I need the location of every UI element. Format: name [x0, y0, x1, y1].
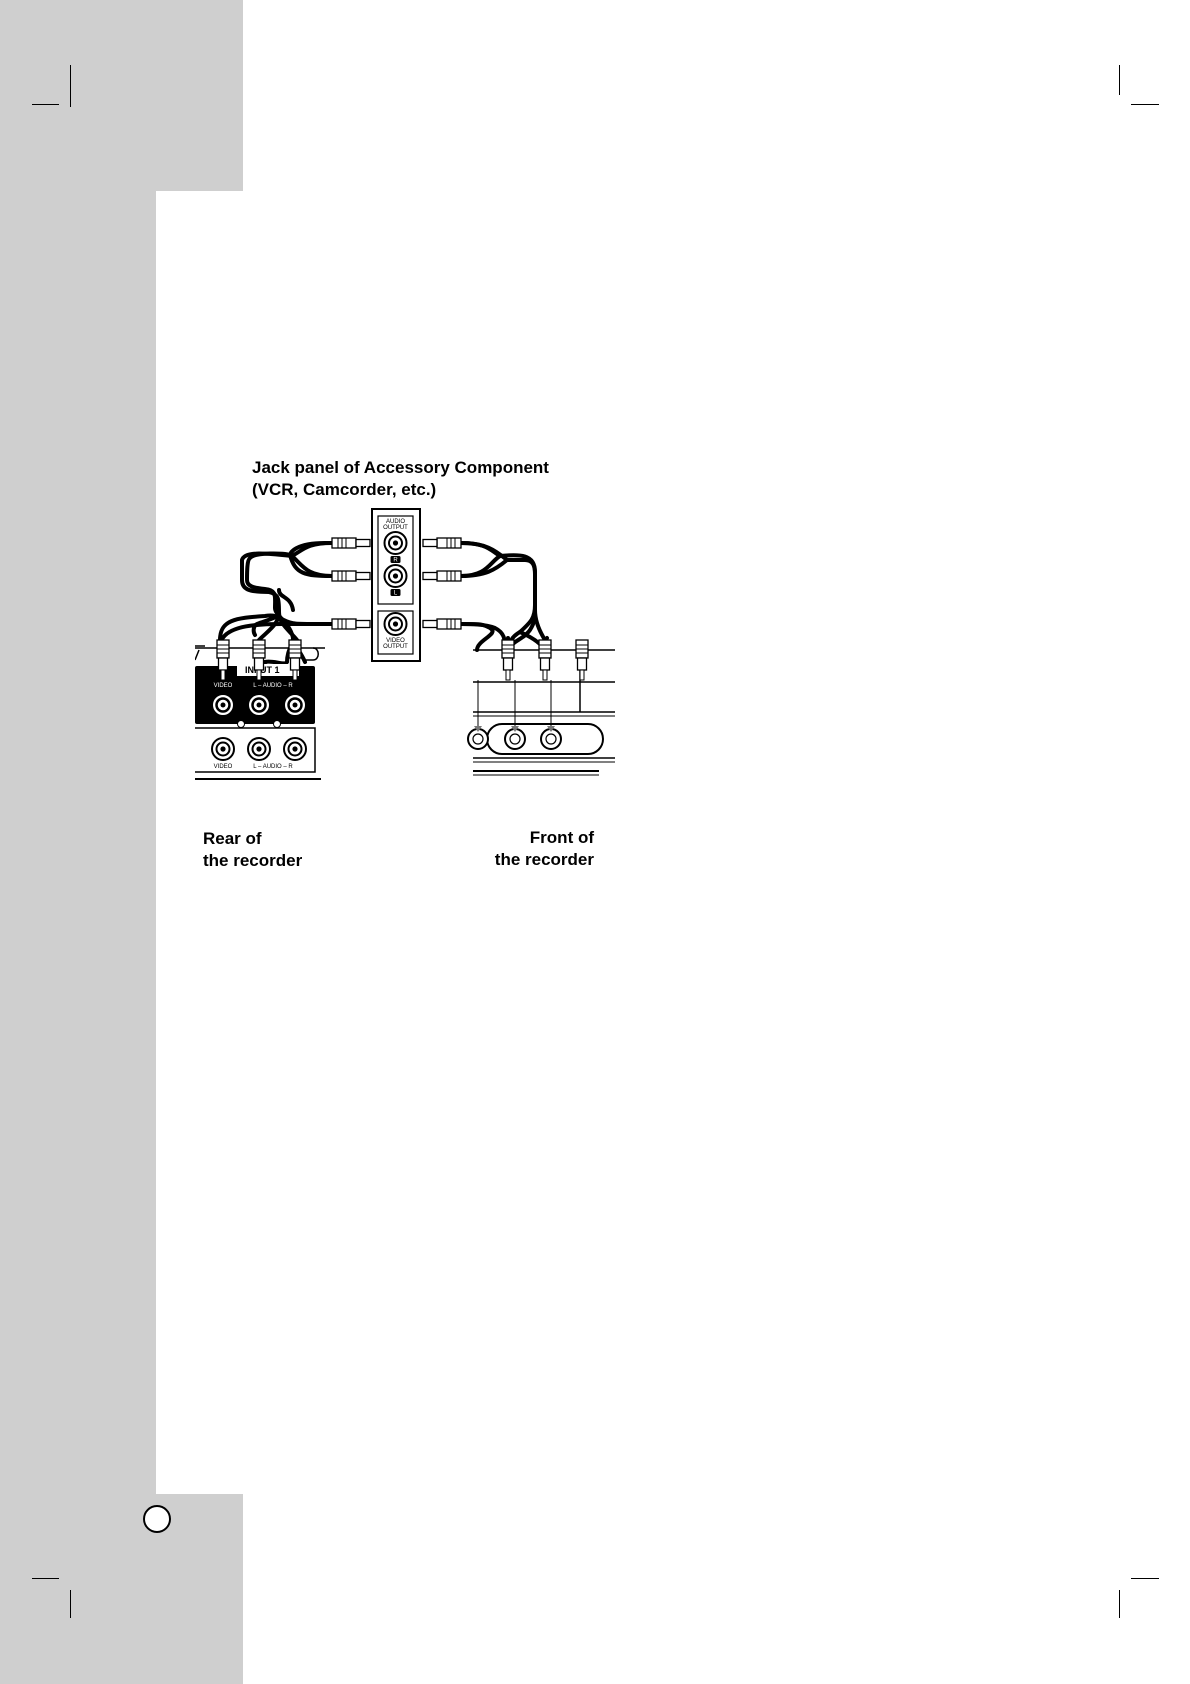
- plug-audio-r-left: [332, 538, 370, 548]
- rear-top-audio-l-jack: [248, 694, 270, 716]
- rear-bottom-audio-label: L – AUDIO – R: [253, 764, 293, 770]
- rear-caption-line-2: the recorder: [203, 850, 302, 872]
- rear-bottom-audio-r-jack: [284, 738, 306, 760]
- rear-bottom-audio-l-jack: [248, 738, 270, 760]
- video-output-jack: [385, 613, 407, 635]
- connection-diagram: AUDIO OUTPUT R L VIDEO OUTPUT: [195, 500, 615, 830]
- crop-mark-br-v: [1119, 1590, 1120, 1618]
- rear-bottom-video-label: VIDEO: [214, 764, 233, 770]
- plug-video-right: [423, 619, 461, 629]
- crop-mark-bl-v: [70, 1590, 71, 1618]
- rear-caption: Rear of the recorder: [203, 828, 302, 872]
- cables-to-rear: [220, 543, 332, 675]
- video-output-label-2: OUTPUT: [383, 644, 408, 650]
- plug-audio-l-right: [423, 571, 461, 581]
- rear-top-audio-r-jack: [284, 694, 306, 716]
- audio-output-r-jack: [385, 532, 407, 554]
- front-plug-audio-l: [539, 640, 551, 680]
- plug-audio-r-right: [423, 538, 461, 548]
- plug-video-left: [332, 619, 370, 629]
- crop-mark-tl-h: [32, 104, 59, 105]
- title-line-1: Jack panel of Accessory Component: [252, 457, 549, 479]
- left-margin-band: [0, 0, 156, 1684]
- front-caption-line-1: Front of: [470, 827, 594, 849]
- page-number-circle: [143, 1505, 171, 1533]
- crop-mark-tr-v: [1119, 65, 1120, 95]
- rear-top-audio-label: L – AUDIO – R: [253, 683, 293, 689]
- accessory-jack-panel: AUDIO OUTPUT R L VIDEO OUTPUT: [372, 509, 420, 661]
- crop-mark-tr-h: [1131, 104, 1159, 105]
- front-plug-audio-r: [576, 640, 588, 680]
- title-line-2: (VCR, Camcorder, etc.): [252, 479, 549, 501]
- crop-mark-br-h: [1131, 1578, 1159, 1579]
- crop-mark-bl-h: [32, 1578, 59, 1579]
- r-badge-text: R: [393, 558, 398, 564]
- front-caption: Front of the recorder: [470, 827, 594, 871]
- diagram-title: Jack panel of Accessory Component (VCR, …: [252, 457, 549, 501]
- crop-mark-tl-v: [70, 65, 71, 107]
- front-caption-line-2: the recorder: [470, 849, 594, 871]
- audio-output-l-jack: [385, 565, 407, 587]
- rear-top-video-jack: [212, 694, 234, 716]
- rear-caption-line-1: Rear of: [203, 828, 302, 850]
- front-plug-video: [502, 640, 514, 680]
- audio-output-label-2: OUTPUT: [383, 525, 408, 531]
- rear-top-video-label: VIDEO: [214, 683, 233, 689]
- top-margin-band: [0, 0, 243, 191]
- rear-bottom-video-jack: [212, 738, 234, 760]
- bottom-margin-band: [0, 1494, 243, 1684]
- plug-audio-l-left: [332, 571, 370, 581]
